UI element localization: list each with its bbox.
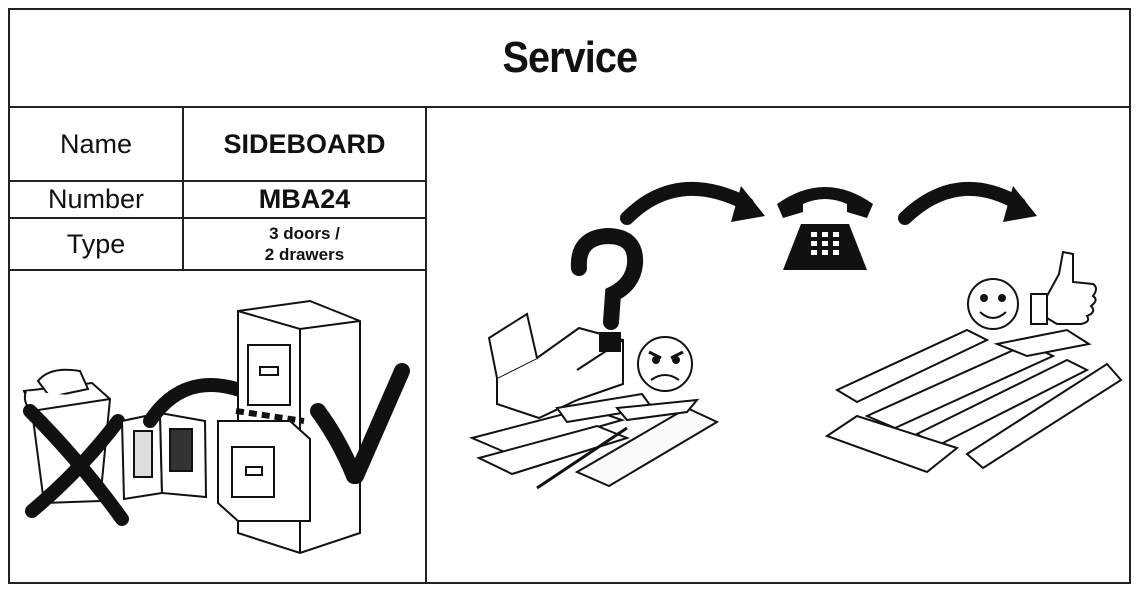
page-title: Service bbox=[502, 33, 638, 82]
name-label: Name bbox=[10, 108, 184, 182]
telephone-icon bbox=[777, 187, 873, 270]
thumbs-up-icon bbox=[1030, 250, 1097, 325]
table-row: Number MBA24 bbox=[10, 181, 425, 219]
intact-panels-icon bbox=[824, 328, 1123, 474]
type-value: 3 doors / 2 drawers bbox=[183, 218, 425, 271]
title-row: Service bbox=[10, 10, 1129, 108]
type-label: Type bbox=[10, 218, 184, 271]
table-row: Type 3 doors / 2 drawers bbox=[10, 218, 425, 271]
damaged-parts-icon bbox=[468, 312, 720, 490]
curved-arrow-icon bbox=[898, 181, 1037, 225]
table-row: Name SIDEBOARD bbox=[10, 108, 425, 182]
service-sheet: Service Name SIDEBOARD Number MBA24 Type… bbox=[8, 8, 1131, 584]
name-value: SIDEBOARD bbox=[183, 108, 425, 182]
question-mark-icon bbox=[570, 227, 644, 352]
product-info-table: Name SIDEBOARD Number MBA24 Type 3 doors… bbox=[10, 108, 425, 271]
curved-arrow-icon bbox=[620, 181, 765, 225]
smiley-face-icon bbox=[967, 278, 1019, 330]
left-column: Name SIDEBOARD Number MBA24 Type 3 doors… bbox=[10, 108, 427, 582]
angry-face-icon bbox=[637, 336, 693, 392]
type-value-line2: 2 drawers bbox=[264, 245, 345, 264]
cross-mark-icon bbox=[23, 404, 129, 526]
service-process-illustration bbox=[468, 181, 1123, 490]
manual-booklet-icon bbox=[120, 411, 208, 501]
filing-cabinet-icon bbox=[217, 299, 361, 555]
keep-manual-illustration bbox=[22, 299, 410, 555]
number-value: MBA24 bbox=[183, 181, 425, 219]
type-value-line1: 3 doors / bbox=[269, 224, 340, 243]
check-mark-icon bbox=[310, 363, 410, 484]
number-label: Number bbox=[10, 181, 184, 219]
